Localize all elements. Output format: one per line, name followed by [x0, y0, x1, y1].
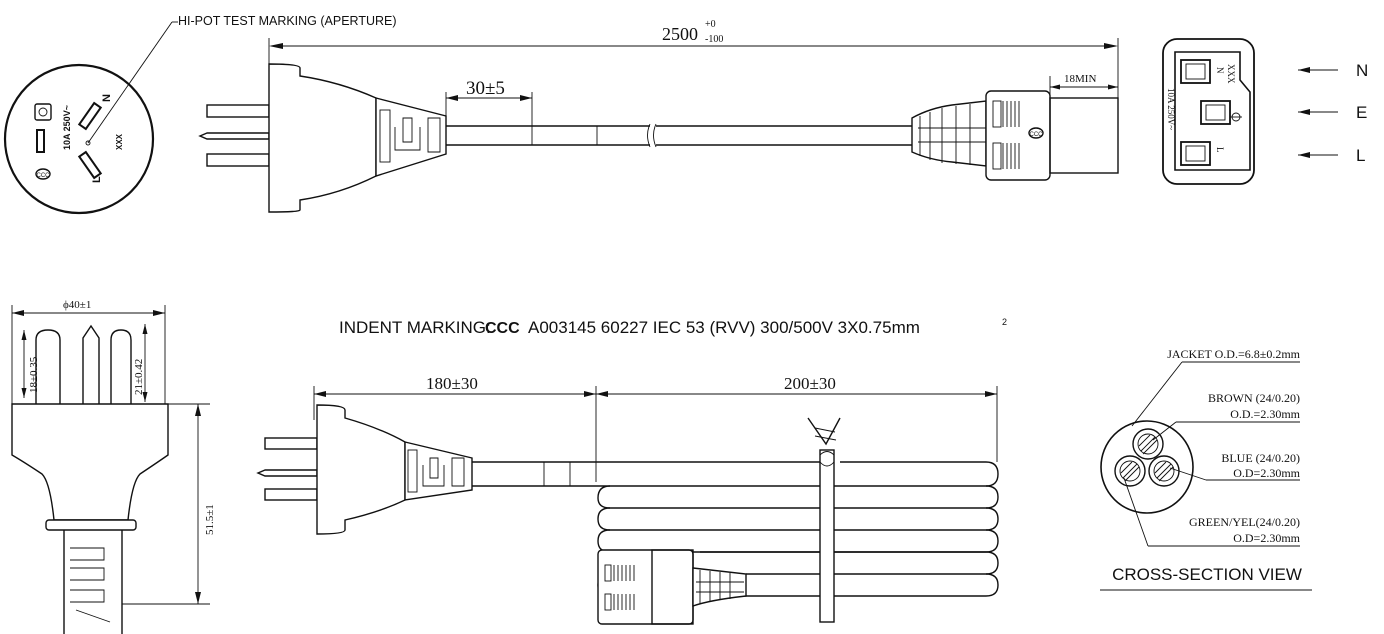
cross-section-view — [1100, 361, 1312, 591]
length-tol-minus: -100 — [705, 34, 723, 45]
connector-l-label: L — [1215, 147, 1225, 153]
hipot-label: HI-POT TEST MARKING (APERTURE) — [178, 14, 397, 28]
strip-dim-label: 30±5 — [466, 78, 505, 99]
length-main-value: 2500 — [662, 24, 698, 44]
cs-blue-label: BLUE (24/0.20) — [1221, 451, 1300, 465]
dim-b-label: 200±30 — [784, 374, 836, 393]
connector-side-view-top: CCC — [911, 90, 1119, 181]
plug-height-label: 51.5±1 — [204, 504, 216, 535]
cs-brown-label: BROWN (24/0.20) — [1208, 391, 1300, 405]
cs-jacket-label: JACKET O.D.=6.8±0.2mm — [1167, 347, 1300, 361]
face-rating: 10A 250V~ — [62, 105, 72, 150]
cross-section-title: CROSS-SECTION VIEW — [1112, 565, 1302, 584]
pin-label-e: E — [1356, 103, 1367, 122]
face-code: XXX — [115, 133, 124, 150]
connector-front-view: N XXX 10A 250V~ L — [1162, 38, 1255, 185]
cs-brown-od-label: O.D.=2.30mm — [1230, 407, 1300, 421]
face-n-label: N — [101, 94, 113, 102]
min-dimension — [1049, 76, 1118, 98]
connector-rating: 10A 250V~ — [1166, 88, 1176, 130]
cs-blue-od-label: O.D=2.30mm — [1233, 466, 1300, 480]
plug-face-view: CCC 10A 250V~ N L XXX — [3, 21, 178, 215]
cable-top — [446, 123, 912, 148]
plug-front-view — [11, 305, 210, 634]
min-dim-label: 18MIN — [1064, 73, 1096, 85]
indent-label: INDENT MARKING: — [339, 318, 491, 337]
connector-ccc-logo: CCC — [1030, 132, 1044, 138]
face-ccc-logo: CCC — [37, 173, 51, 179]
connector-n-label: N — [1215, 67, 1225, 74]
plug-side-view-top — [198, 63, 447, 213]
pin-label-l: L — [1356, 146, 1365, 165]
coiled-cord-view — [256, 386, 999, 625]
length-dimension — [268, 38, 1119, 98]
cs-green-label: GREEN/YEL(24/0.20) — [1189, 515, 1300, 529]
pin-label-n: N — [1356, 61, 1368, 80]
plug-diameter-label: ϕ40±1 — [63, 299, 91, 311]
pin-arrows — [1298, 67, 1338, 158]
pin-long-label: 21±0.42 — [133, 359, 145, 395]
indent-ccc-logo: CCC — [485, 320, 520, 337]
indent-text: A003145 60227 IEC 53 (RVV) 300/500V 3X0.… — [528, 318, 920, 337]
face-l-label: L — [91, 176, 103, 183]
pin-short-label: 18±0.35 — [28, 356, 40, 393]
cs-green-od-label: O.D=2.30mm — [1233, 531, 1300, 545]
strip-dimension — [445, 92, 533, 126]
indent-superscript: 2 — [1002, 317, 1007, 327]
connector-code: XXX — [1226, 64, 1236, 84]
dim-a-label: 180±30 — [426, 374, 478, 393]
length-tol-plus: +0 — [705, 19, 716, 30]
